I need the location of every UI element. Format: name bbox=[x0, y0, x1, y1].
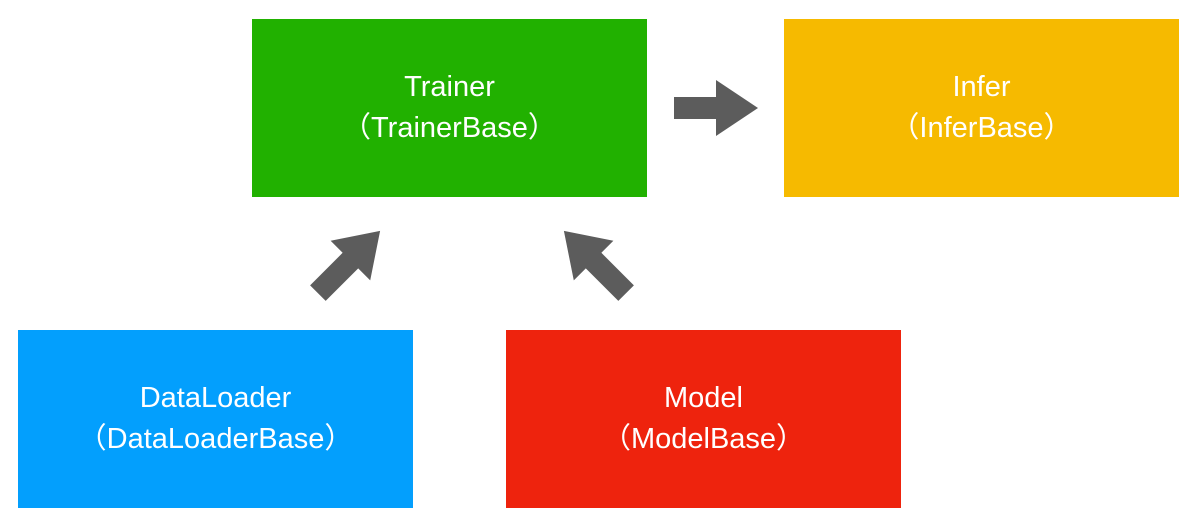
infer-title: Infer bbox=[952, 71, 1011, 103]
trainer-subtitle: （TrainerBase） bbox=[342, 112, 557, 144]
model-subtitle: （ModelBase） bbox=[601, 423, 806, 455]
arrow-dataloader-to-trainer bbox=[310, 230, 381, 301]
right-arrow-icon bbox=[674, 80, 758, 136]
trainer-title: Trainer bbox=[404, 71, 495, 103]
up-left-arrow-icon bbox=[563, 230, 634, 301]
infer-subtitle: （InferBase） bbox=[890, 112, 1073, 144]
trainer-node: Trainer （TrainerBase） bbox=[252, 19, 647, 197]
dataloader-subtitle: （DataLoaderBase） bbox=[77, 423, 354, 455]
dataloader-node: DataLoader （DataLoaderBase） bbox=[18, 330, 413, 508]
model-node: Model （ModelBase） bbox=[506, 330, 901, 508]
dataloader-title: DataLoader bbox=[139, 382, 292, 414]
infer-node: Infer （InferBase） bbox=[784, 19, 1179, 197]
arrow-model-to-trainer bbox=[563, 230, 634, 301]
up-right-arrow-icon bbox=[310, 230, 381, 301]
model-title: Model bbox=[664, 382, 743, 414]
arrow-trainer-to-infer bbox=[674, 80, 758, 136]
